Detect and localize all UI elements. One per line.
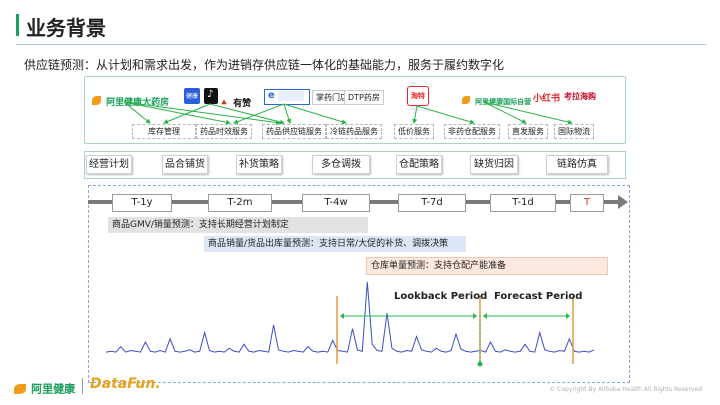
arrow-line <box>123 101 231 125</box>
horizon-bar-mid: 商品销量/货品出库量预测：支持日常/大促的补货、调拨决策 <box>204 236 466 252</box>
timeline-tick: T-1d <box>490 194 556 212</box>
e-letter-icon: e <box>268 90 275 101</box>
title-divider <box>16 44 706 45</box>
title-accent-bar <box>16 14 19 36</box>
stage-item: 经营计划 <box>86 155 132 174</box>
datafun-logo: DataFun. <box>90 376 161 392</box>
kaola-logo: 考拉海购 <box>564 92 596 101</box>
service-tag: 国际物流 <box>554 124 594 139</box>
timeline-tick: T-4w <box>302 194 370 212</box>
dtp-tag: DTP药房 <box>344 90 384 105</box>
timeline-arrow-head <box>618 195 628 209</box>
arrow-line <box>416 105 475 125</box>
arrow-line <box>483 101 527 124</box>
alihealth-footer-logo: 阿里健康 <box>14 378 75 397</box>
arrow-line <box>283 103 347 125</box>
leaf-icon <box>14 383 26 394</box>
arrow-line <box>412 105 418 124</box>
xiaohongshu-logo: 小红书 <box>533 94 561 104</box>
leaf-icon <box>462 95 470 104</box>
timeline-tick: T <box>570 194 604 212</box>
arrow-line <box>123 101 281 125</box>
horizon-bar-short: 仓库单量预测：支持仓配产能准备 <box>366 257 608 275</box>
now-dot <box>477 361 483 367</box>
service-tag: 库存管理 <box>132 124 196 139</box>
stages-box <box>84 151 626 179</box>
stage-item: 缺货归因 <box>470 155 518 174</box>
tiktok-logo: ♪ <box>204 88 218 104</box>
jd-health-logo: 健康 <box>184 88 200 104</box>
arrow-line <box>283 103 292 124</box>
alihealth-pharmacy-logo: 阿里健康大药房 <box>92 90 169 109</box>
forecast-label: Forecast Period <box>494 291 583 302</box>
copyright-text: © Copyright By Alibaba Health All Rights… <box>549 386 702 393</box>
timeline-tick: T-1y <box>112 194 172 212</box>
service-tag: 药品时效服务 <box>196 124 252 139</box>
youzan-logo: ⯅ 有赞 <box>220 98 252 109</box>
stage-item: 链路仿真 <box>546 155 608 174</box>
arrow-line <box>483 101 573 125</box>
youzan-mark-icon: ⯅ <box>220 98 228 109</box>
channels-box <box>84 76 626 144</box>
lookback-label: Lookback Period <box>394 291 488 302</box>
demand-series-chart <box>105 281 595 367</box>
stage-item: 多仓调拨 <box>312 155 370 174</box>
ehealth-wordmark-icon <box>278 91 304 101</box>
stage-item: 品合铺货 <box>162 155 208 174</box>
page-subtitle: 供应链预测：从计划和需求出发，作为进销存供应链一体化的基础能力，服务于履约数字化 <box>24 58 505 72</box>
alihealth-intl-logo: 阿里健康国际自营 <box>462 89 531 108</box>
arrow-line <box>163 103 211 124</box>
tmall-special-logo: 淘特 <box>407 86 429 106</box>
series-line <box>105 281 595 353</box>
arrow-line <box>209 103 285 125</box>
timeline-tick: T-7d <box>398 194 466 212</box>
footer-divider <box>82 378 83 394</box>
service-tag: 药品供应链服务 <box>262 124 326 139</box>
arrow-line <box>123 101 151 124</box>
forecast-panel <box>88 185 630 383</box>
connection-arrows <box>123 101 573 125</box>
page-title: 业务背景 <box>26 16 106 40</box>
stage-item: 补货策略 <box>236 155 282 174</box>
arrow-line <box>233 103 285 124</box>
service-tag: 直发服务 <box>508 124 548 139</box>
music-note-icon: ♪ <box>207 89 214 100</box>
service-tag: 冷链药品服务 <box>326 124 382 139</box>
service-tag: 非药仓配服务 <box>444 124 500 139</box>
horizon-bar-long: 商品GMV/销量预测：支持长期经营计划制定 <box>108 217 368 233</box>
leaf-icon <box>92 96 101 105</box>
service-tag: 低价服务 <box>394 124 434 139</box>
stage-item: 仓配策略 <box>396 155 442 174</box>
timeline-tick: T-2m <box>208 194 272 212</box>
